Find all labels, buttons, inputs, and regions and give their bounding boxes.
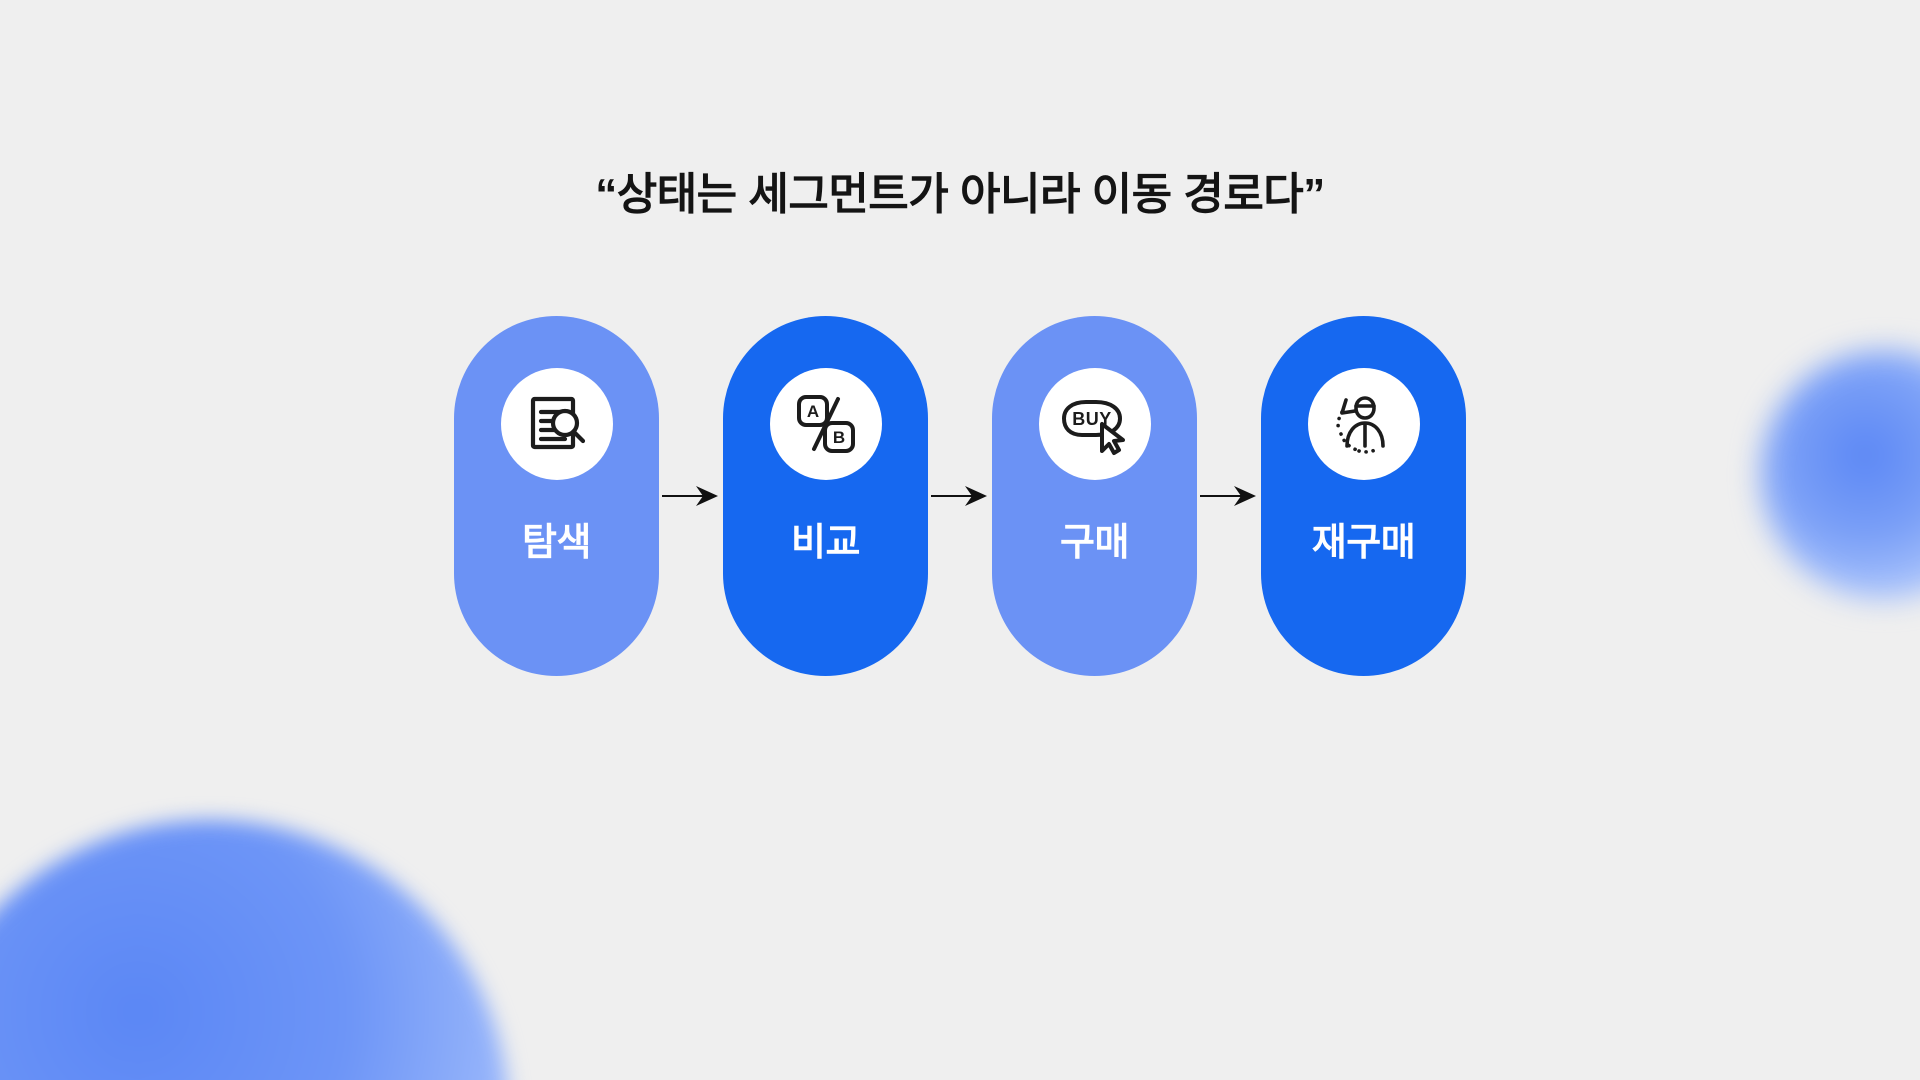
arrow-right-icon — [931, 483, 989, 509]
slide-headline: “상태는 세그먼트가 아니라 이동 경로다” — [595, 170, 1325, 219]
stage-card-compare[interactable]: A B 비교 — [723, 316, 928, 676]
stage-icon-disc — [500, 368, 613, 480]
stage-card-repurchase[interactable]: 재구매 — [1261, 316, 1466, 676]
ab-icon-letter-b: B — [832, 428, 844, 447]
stage-card-explore[interactable]: 탐색 — [454, 316, 659, 676]
stage-label: 구매 — [1060, 522, 1129, 564]
stage-icon-disc: A B — [769, 368, 882, 480]
buy-cursor-icon: BUY — [1060, 391, 1130, 457]
stage-icon-disc: BUY — [1038, 368, 1151, 480]
document-search-icon — [524, 391, 590, 457]
ab-icon-letter-a: A — [806, 402, 818, 421]
arrow-right-icon — [1200, 483, 1258, 509]
connector-1 — [659, 316, 723, 676]
journey-flow: 탐색 A B — [0, 316, 1920, 676]
decorative-blob-bottom-left — [0, 820, 510, 1080]
arrow-right-icon — [662, 483, 720, 509]
connector-3 — [1197, 316, 1261, 676]
connector-2 — [928, 316, 992, 676]
returning-customer-icon — [1329, 390, 1399, 458]
stage-card-purchase[interactable]: BUY 구매 — [992, 316, 1197, 676]
stage-icon-disc — [1307, 368, 1420, 480]
stage-label: 비교 — [791, 522, 860, 564]
stage-label: 재구매 — [1311, 522, 1416, 564]
ab-compare-icon: A B — [793, 391, 859, 457]
stage-label: 탐색 — [522, 522, 591, 564]
